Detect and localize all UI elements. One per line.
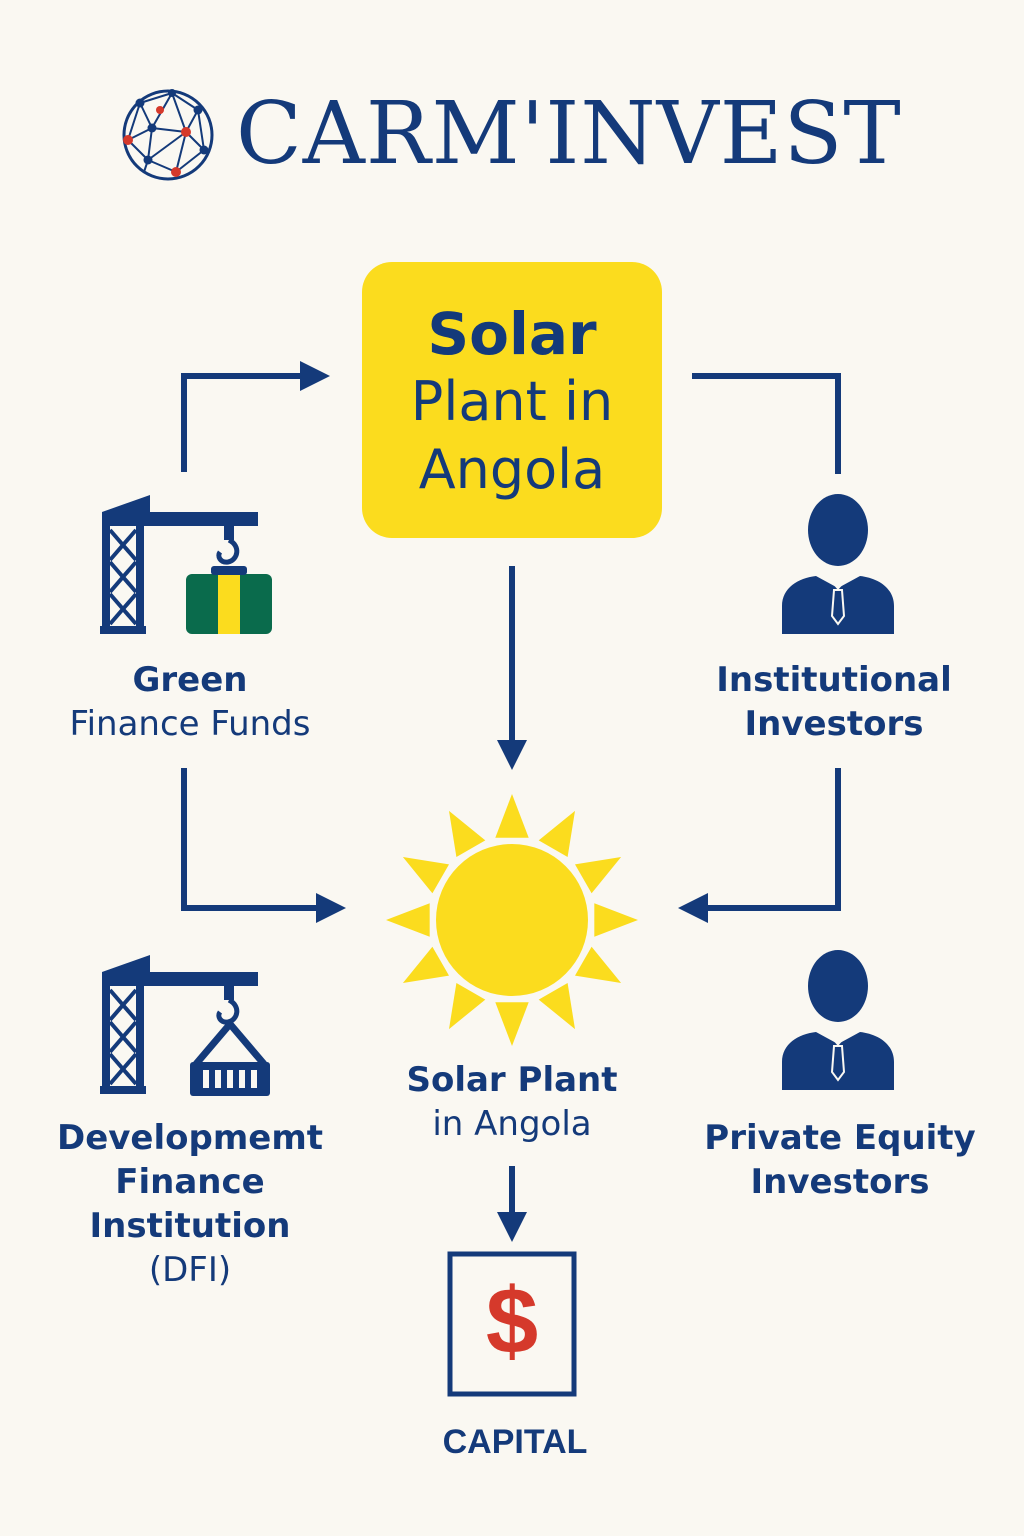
top-box-line2: Plant in bbox=[410, 370, 614, 433]
dollar-box-icon bbox=[447, 1251, 577, 1397]
sun-ray bbox=[594, 903, 638, 937]
line-top-to-institutional bbox=[692, 373, 841, 474]
green-finance-line2: Finance Funds bbox=[69, 704, 311, 744]
sun-ray bbox=[575, 857, 622, 894]
capital-label: CAPITAL bbox=[442, 1423, 588, 1461]
sun-ray bbox=[538, 983, 575, 1030]
dfi-line4: (DFI) bbox=[148, 1250, 232, 1290]
sun-ray bbox=[449, 810, 486, 857]
arrow-green-to-top bbox=[181, 361, 330, 472]
institutional-label: Institutional Investors bbox=[684, 658, 984, 746]
brand-name: CARM'INVEST bbox=[236, 84, 902, 184]
crane-container-icon bbox=[100, 955, 270, 1096]
dfi-line1: Developmemt bbox=[56, 1118, 324, 1158]
private-equity-label: Private Equity Investors bbox=[680, 1116, 1000, 1204]
crane-cargo-icon bbox=[100, 495, 272, 634]
institutional-line1: Institutional bbox=[716, 660, 952, 700]
institutional-line2: Investors bbox=[744, 704, 924, 744]
sun-ray bbox=[575, 946, 622, 983]
businessman-icon bbox=[782, 950, 894, 1090]
sun-ray bbox=[538, 810, 575, 857]
arrow-green-to-center bbox=[181, 768, 346, 923]
green-finance-line1: Green bbox=[132, 660, 248, 700]
dfi-line3: Institution bbox=[89, 1206, 291, 1246]
globe-network-icon bbox=[122, 89, 214, 181]
sun-ray bbox=[386, 903, 430, 937]
sun-ray bbox=[402, 857, 449, 894]
sun-ray bbox=[402, 946, 449, 983]
center-line2: in Angola bbox=[432, 1104, 592, 1144]
center-line1: Solar Plant bbox=[406, 1060, 618, 1100]
private-equity-line1: Private Equity bbox=[704, 1118, 976, 1158]
sun-ray bbox=[495, 794, 529, 838]
arrow-institutional-to-center bbox=[678, 768, 841, 923]
top-box-solar-plant: Solar Plant in Angola bbox=[362, 262, 662, 538]
dfi-label: Developmemt Finance Institution (DFI) bbox=[30, 1116, 350, 1292]
green-finance-label: Green Finance Funds bbox=[40, 658, 340, 746]
dollar-sign: $ bbox=[485, 1268, 539, 1373]
sun-icon bbox=[386, 794, 638, 1046]
top-box-line1: Solar bbox=[427, 300, 597, 368]
sun-ray bbox=[495, 1002, 529, 1046]
connectors bbox=[181, 361, 841, 1242]
top-box-line3: Angola bbox=[418, 438, 606, 501]
businessman-icon bbox=[782, 494, 894, 634]
sun-ray bbox=[449, 983, 486, 1030]
private-equity-line2: Investors bbox=[750, 1162, 930, 1202]
center-label: Solar Plant in Angola bbox=[362, 1058, 662, 1146]
dfi-line2: Finance bbox=[115, 1162, 265, 1202]
